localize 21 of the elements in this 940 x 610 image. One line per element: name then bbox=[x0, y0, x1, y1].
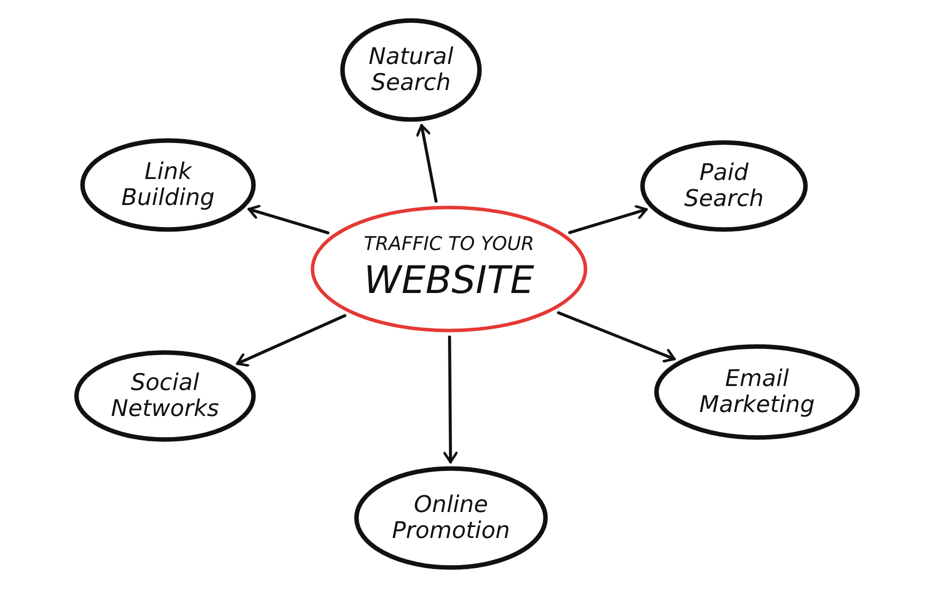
ellipse-node bbox=[80, 138, 256, 232]
node-label: Online Promotion bbox=[391, 492, 511, 544]
central-ellipse bbox=[310, 205, 588, 333]
ellipse-node bbox=[640, 140, 808, 232]
arrow bbox=[557, 311, 676, 362]
arrow bbox=[236, 314, 346, 367]
arrow bbox=[443, 336, 458, 464]
ellipse-node bbox=[74, 350, 256, 442]
node-label: Link Building bbox=[120, 158, 216, 212]
arrow bbox=[568, 205, 648, 234]
arrow bbox=[247, 204, 330, 234]
ellipse-node bbox=[354, 466, 548, 570]
node-label: Email Marketing bbox=[698, 366, 816, 418]
node-label: Paid Search bbox=[683, 160, 765, 212]
ellipse-node bbox=[340, 18, 482, 122]
ellipse-node bbox=[654, 344, 860, 440]
node-label: Social Networks bbox=[110, 370, 220, 422]
arrow bbox=[416, 124, 438, 203]
heading-text: TRAFFIC TO YOUR bbox=[364, 233, 534, 258]
title-text: WEBSITE bbox=[364, 257, 534, 304]
node-label: Natural Search bbox=[368, 44, 454, 96]
